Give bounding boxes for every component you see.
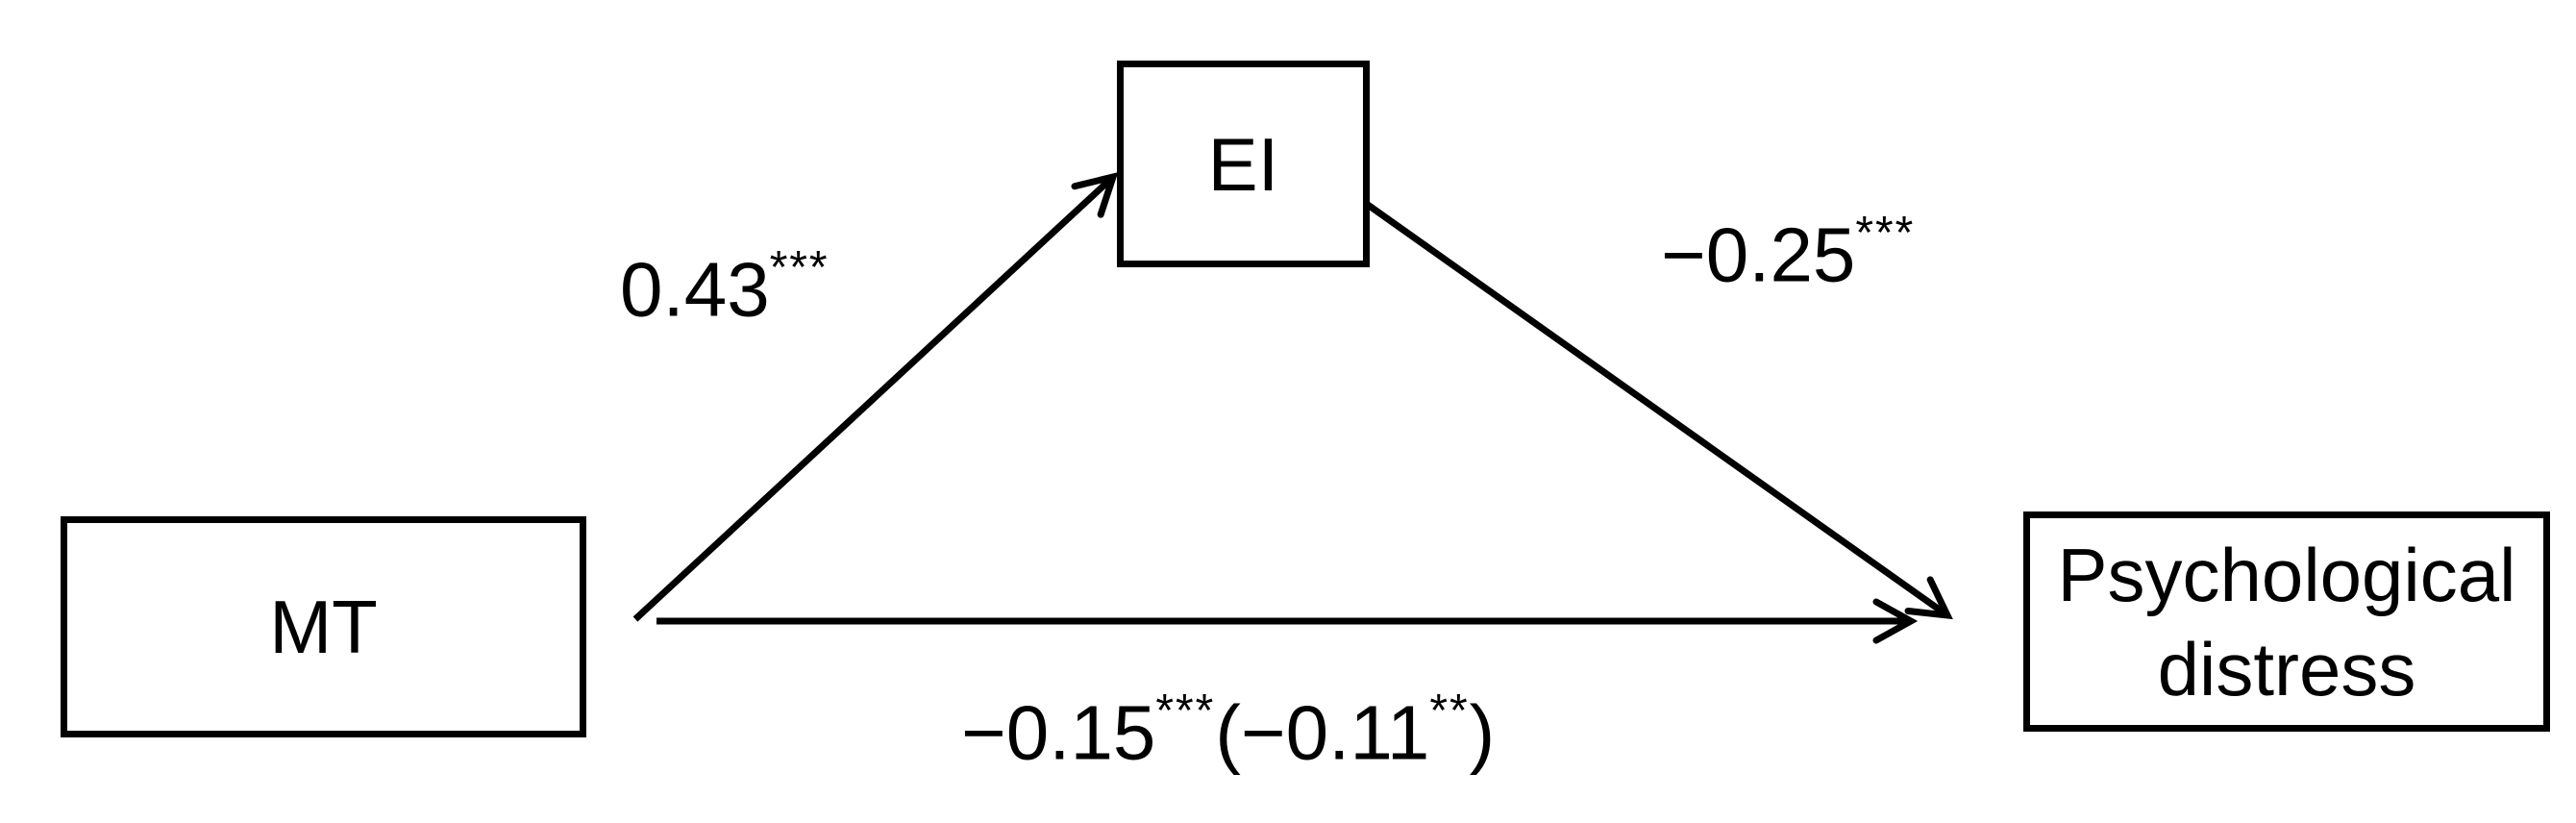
path-c-indirect-close: ) bbox=[1469, 689, 1496, 776]
path-a-coefficient: 0.43 bbox=[620, 246, 770, 333]
path-c-indirect-significance: ** bbox=[1429, 686, 1470, 736]
path-b-significance: *** bbox=[1855, 208, 1916, 259]
path-b-label: −0.25*** bbox=[1661, 211, 1915, 294]
path-b-arrow bbox=[1365, 202, 1953, 620]
path-a-label: 0.43*** bbox=[620, 245, 830, 329]
path-a-arrow bbox=[632, 172, 1119, 622]
node-mt: MT bbox=[61, 516, 586, 737]
node-outcome-label: Psychological distress bbox=[2058, 528, 2516, 716]
path-c-direct-significance: *** bbox=[1155, 686, 1216, 736]
node-ei-label: EI bbox=[1207, 121, 1279, 207]
node-outcome: Psychological distress bbox=[2023, 511, 2550, 732]
path-c-indirect-open: (−0.11 bbox=[1215, 689, 1430, 776]
node-outcome-label-line2: distress bbox=[2157, 626, 2416, 711]
path-a-significance: *** bbox=[769, 242, 830, 293]
node-ei: EI bbox=[1117, 61, 1370, 267]
path-c-label: −0.15***(−0.11**) bbox=[961, 688, 1495, 772]
path-b-coefficient: −0.25 bbox=[1661, 212, 1856, 298]
node-mt-label: MT bbox=[269, 585, 378, 669]
path-c-direct-coefficient: −0.15 bbox=[961, 689, 1156, 776]
node-outcome-label-line1: Psychological bbox=[2057, 532, 2516, 617]
